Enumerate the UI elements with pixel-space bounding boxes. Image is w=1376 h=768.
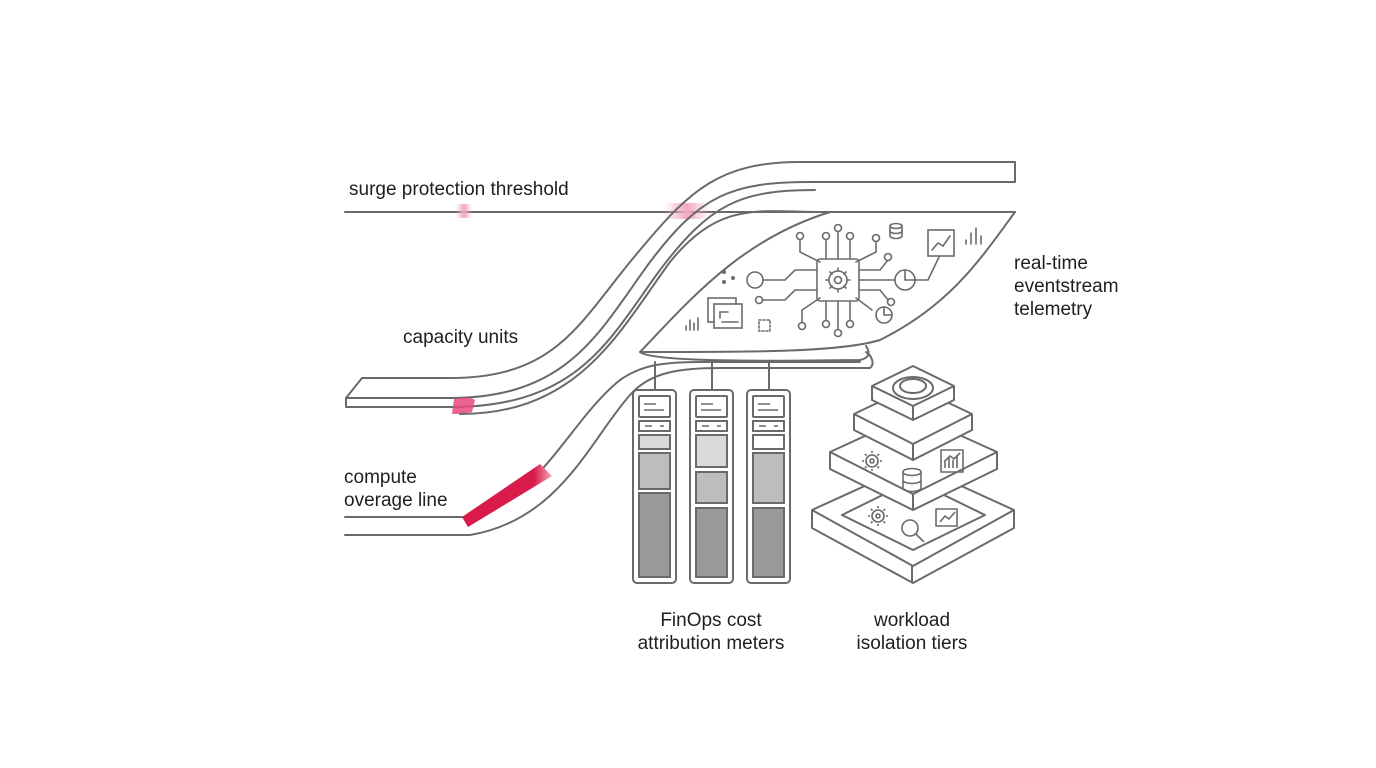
search-icon [901, 519, 925, 543]
finops-meters [632, 389, 791, 584]
pie-chart-icon [894, 254, 941, 291]
compute-band-bottom [344, 351, 874, 536]
label-capacity-units: capacity units [403, 327, 519, 348]
label-compute-overage-line: compute overage line [344, 467, 448, 511]
gear-icon [862, 451, 882, 471]
gear-chip-icon [816, 258, 860, 302]
dashed-square-icon [758, 319, 771, 332]
dots-icon [721, 269, 735, 284]
telemetry-circuit [685, 222, 982, 338]
target-ring-icon [892, 376, 934, 400]
label-real-time-eventstream-telemetry: real-time eventstream telemetry [1014, 253, 1119, 320]
capacity-ribbon-bottom [345, 161, 1016, 399]
meter-3 [746, 389, 791, 584]
gear-icon [868, 506, 888, 526]
meter-1 [632, 389, 677, 584]
meter-2 [689, 389, 734, 584]
document-stack-icon [707, 297, 743, 329]
database-icon [889, 222, 903, 240]
label-finops-cost-attribution-meters: FinOps cost attribution meters [637, 610, 785, 654]
trend-chart-icon [927, 229, 955, 257]
label-surge-protection-threshold: surge protection threshold [349, 179, 569, 200]
database-icon [902, 467, 922, 493]
surge-marker-left [456, 204, 472, 218]
capacity-inner-curve [459, 210, 821, 415]
telemetry-platform-top [639, 211, 1016, 353]
pie-chart-small-icon [875, 306, 893, 324]
bar-ticks-icon [965, 227, 982, 245]
surge-marker-right [664, 203, 710, 219]
capacity-pink-segment [452, 397, 475, 414]
bar-ticks-left-icon [685, 317, 699, 331]
capacity-ribbon-end [345, 189, 816, 408]
label-workload-isolation-tiers: workload isolation tiers [856, 610, 968, 654]
compute-overage-segment [462, 464, 552, 527]
trend-chart-icon [935, 508, 958, 527]
capacity-ribbon-top [361, 161, 1016, 379]
bar-chart-icon [940, 449, 964, 473]
workload-tiers [811, 365, 1015, 584]
